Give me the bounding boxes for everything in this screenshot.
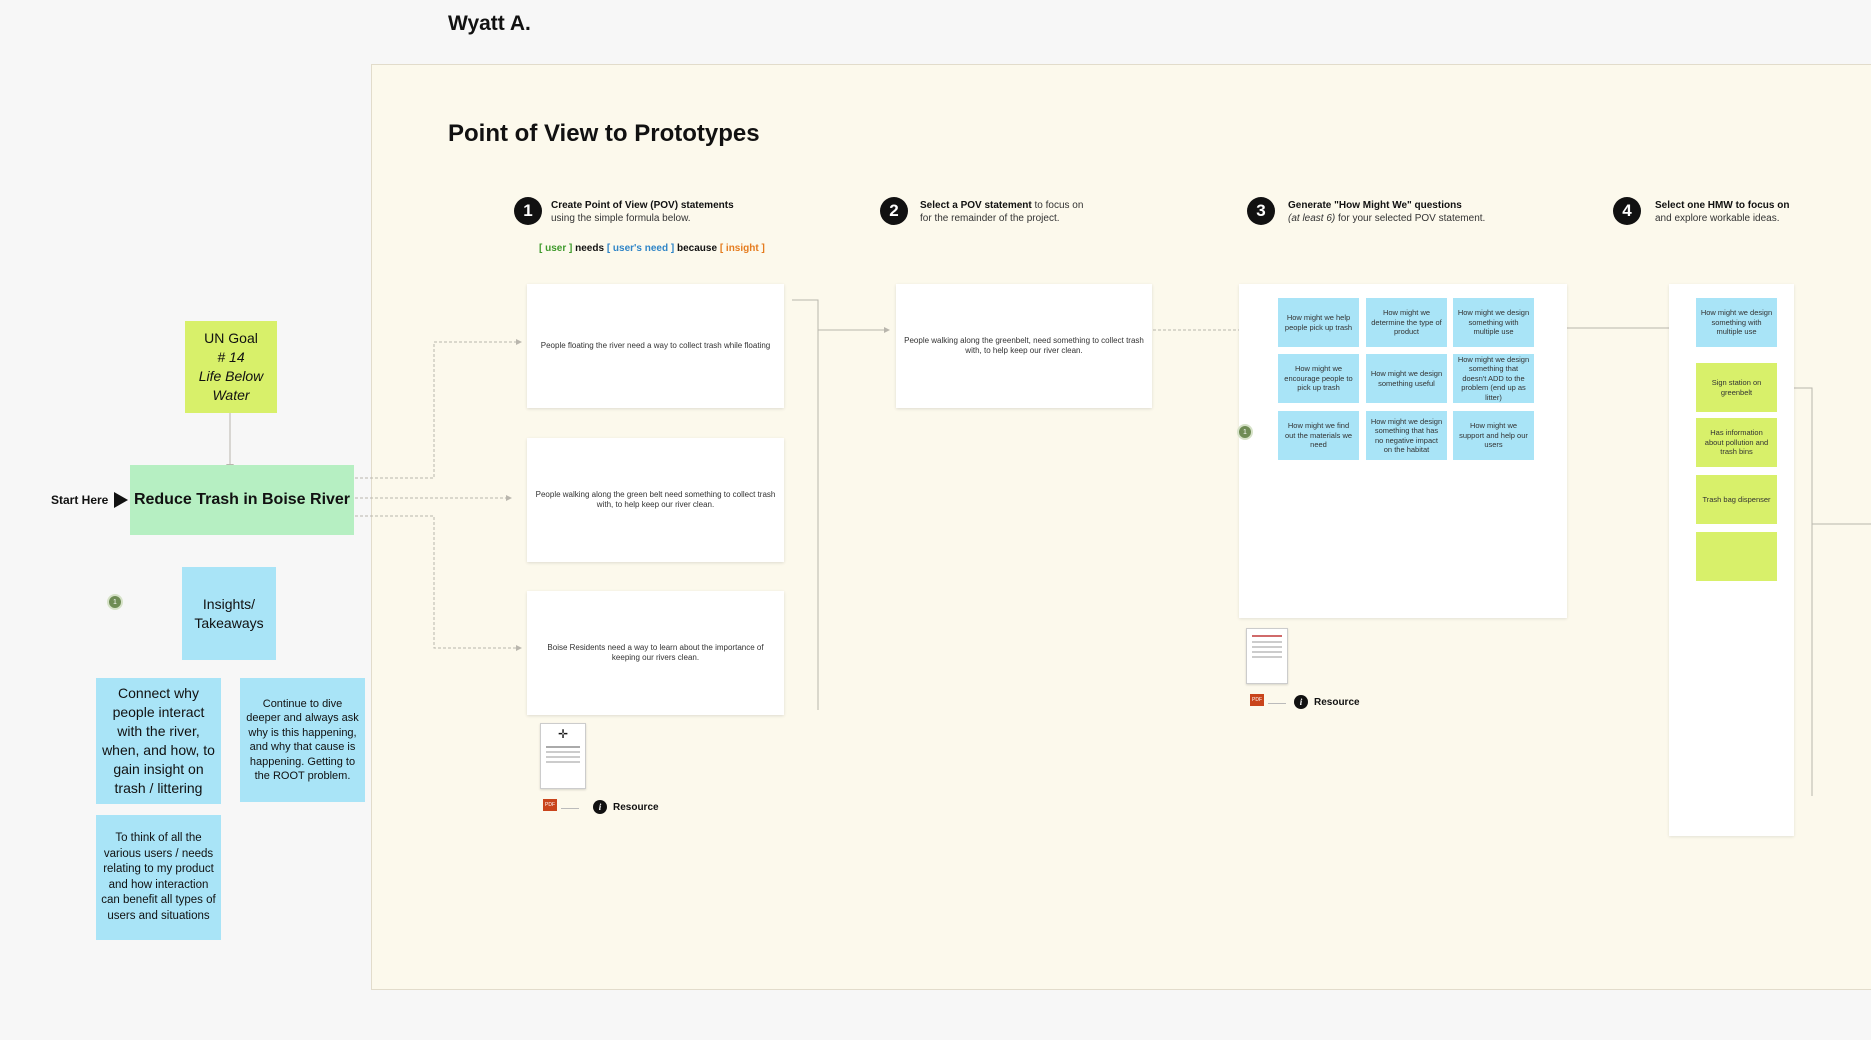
step-2-instruction: Select a POV statement to focus on for t… bbox=[920, 199, 1150, 225]
step-4-title: Select one HMW to focus on bbox=[1655, 200, 1790, 211]
formula-because: because bbox=[674, 243, 720, 254]
insights-title-sticky[interactable]: Insights/ Takeaways bbox=[182, 567, 276, 660]
hmw-sticky-5[interactable]: How might we design something useful bbox=[1366, 354, 1447, 403]
insight-sticky-3[interactable]: To think of all the various users / need… bbox=[96, 815, 221, 940]
un-goal-line-4: Water bbox=[212, 387, 250, 403]
resource-label: Resource bbox=[1314, 696, 1360, 708]
play-arrow-icon bbox=[114, 492, 128, 508]
step-2-inline: to focus on bbox=[1031, 200, 1084, 211]
pov-card-3[interactable]: Boise Residents need a way to learn abou… bbox=[527, 591, 784, 715]
step-1-badge: 1 bbox=[514, 197, 542, 225]
pdf-icon: PDF bbox=[543, 799, 557, 811]
resource-link-1[interactable]: i Resource bbox=[593, 800, 659, 814]
insight-sticky-1[interactable]: Connect why people interact with the riv… bbox=[96, 678, 221, 804]
bracket: ] bbox=[668, 243, 675, 254]
hmw-sticky-8[interactable]: How might we design something that has n… bbox=[1366, 411, 1447, 460]
pov-card-1[interactable]: People floating the river need a way to … bbox=[527, 284, 784, 408]
resource-thumbnail-1[interactable]: ✛ bbox=[540, 723, 586, 789]
pdf-icon: PDF bbox=[1250, 694, 1264, 706]
step-3-title: Generate "How Might We" questions bbox=[1288, 200, 1462, 211]
un-goal-sticky[interactable]: UN Goal # 14 Life Below Water bbox=[185, 321, 277, 413]
idea-sticky-2[interactable]: Has information about pollution and tras… bbox=[1696, 418, 1777, 467]
un-goal-line-2: # 14 bbox=[217, 349, 245, 365]
selected-hmw-sticky[interactable]: How might we design something with multi… bbox=[1696, 298, 1777, 347]
formula-user-need: user's need bbox=[612, 243, 669, 254]
bracket: [ bbox=[539, 243, 546, 254]
formula-needs: needs bbox=[572, 243, 607, 254]
insight-sticky-2[interactable]: Continue to dive deeper and always ask w… bbox=[240, 678, 365, 802]
board-title: Point of View to Prototypes bbox=[448, 120, 760, 147]
idea-sticky-3[interactable]: Trash bag dispenser bbox=[1696, 475, 1777, 524]
resource-label: Resource bbox=[613, 801, 659, 813]
step-4-badge: 4 bbox=[1613, 197, 1641, 225]
bracket: [ bbox=[719, 243, 726, 254]
attachment-icon bbox=[561, 801, 579, 809]
start-here-label: Start Here bbox=[51, 493, 109, 507]
info-icon: i bbox=[1294, 695, 1308, 709]
compass-icon: ✛ bbox=[557, 727, 569, 741]
step-3-desc: for your selected POV statement. bbox=[1335, 213, 1486, 224]
comment-marker[interactable]: 1 bbox=[107, 594, 123, 610]
formula-user: user bbox=[545, 243, 567, 254]
hmw-sticky-3[interactable]: How might we design something with multi… bbox=[1453, 298, 1534, 347]
info-icon: i bbox=[593, 800, 607, 814]
step-3-badge: 3 bbox=[1247, 197, 1275, 225]
formula-insight: insight bbox=[725, 243, 759, 254]
hmw-sticky-1[interactable]: How might we help people pick up trash bbox=[1278, 298, 1359, 347]
idea-sticky-4[interactable] bbox=[1696, 532, 1777, 581]
step-1-desc: using the simple formula below. bbox=[551, 213, 691, 224]
step-3-italic: (at least 6) bbox=[1288, 213, 1336, 224]
un-goal-line-1: UN Goal bbox=[204, 330, 258, 346]
pov-card-2[interactable]: People walking along the green belt need… bbox=[527, 438, 784, 562]
bracket: ] bbox=[758, 243, 765, 254]
selected-pov-card[interactable]: People walking along the greenbelt, need… bbox=[896, 284, 1152, 408]
hmw-sticky-9[interactable]: How might we support and help our users bbox=[1453, 411, 1534, 460]
un-goal-line-3: Life Below bbox=[198, 368, 264, 384]
step-3-instruction: Generate "How Might We" questions (at le… bbox=[1288, 199, 1548, 225]
problem-statement-sticky[interactable]: Reduce Trash in Boise River bbox=[130, 465, 354, 535]
resource-link-2[interactable]: i Resource bbox=[1294, 695, 1360, 709]
step-1-instruction: Create Point of View (POV) statements us… bbox=[551, 199, 781, 225]
hmw-sticky-6[interactable]: How might we design something that doesn… bbox=[1453, 354, 1534, 403]
step-4-desc: and explore workable ideas. bbox=[1655, 213, 1780, 224]
comment-marker[interactable]: 1 bbox=[1237, 424, 1253, 440]
attachment-icon bbox=[1268, 696, 1286, 704]
step-4-instruction: Select one HMW to focus on and explore w… bbox=[1655, 199, 1855, 225]
step-1-title: Create Point of View (POV) statements bbox=[551, 200, 734, 211]
step-2-title: Select a POV statement bbox=[920, 200, 1032, 211]
bracket: ] bbox=[566, 243, 573, 254]
hmw-sticky-2[interactable]: How might we determine the type of produ… bbox=[1366, 298, 1447, 347]
hmw-sticky-7[interactable]: How might we find out the materials we n… bbox=[1278, 411, 1359, 460]
pov-formula: [ user ] needs [ user's need ] because [… bbox=[539, 243, 765, 254]
hmw-sticky-4[interactable]: How might we encourage people to pick up… bbox=[1278, 354, 1359, 403]
idea-sticky-1[interactable]: Sign station on greenbelt bbox=[1696, 363, 1777, 412]
bracket: [ bbox=[606, 243, 613, 254]
step-2-badge: 2 bbox=[880, 197, 908, 225]
author-name: Wyatt A. bbox=[448, 12, 531, 35]
resource-thumbnail-2[interactable] bbox=[1246, 628, 1288, 684]
step-2-desc: for the remainder of the project. bbox=[920, 213, 1060, 224]
